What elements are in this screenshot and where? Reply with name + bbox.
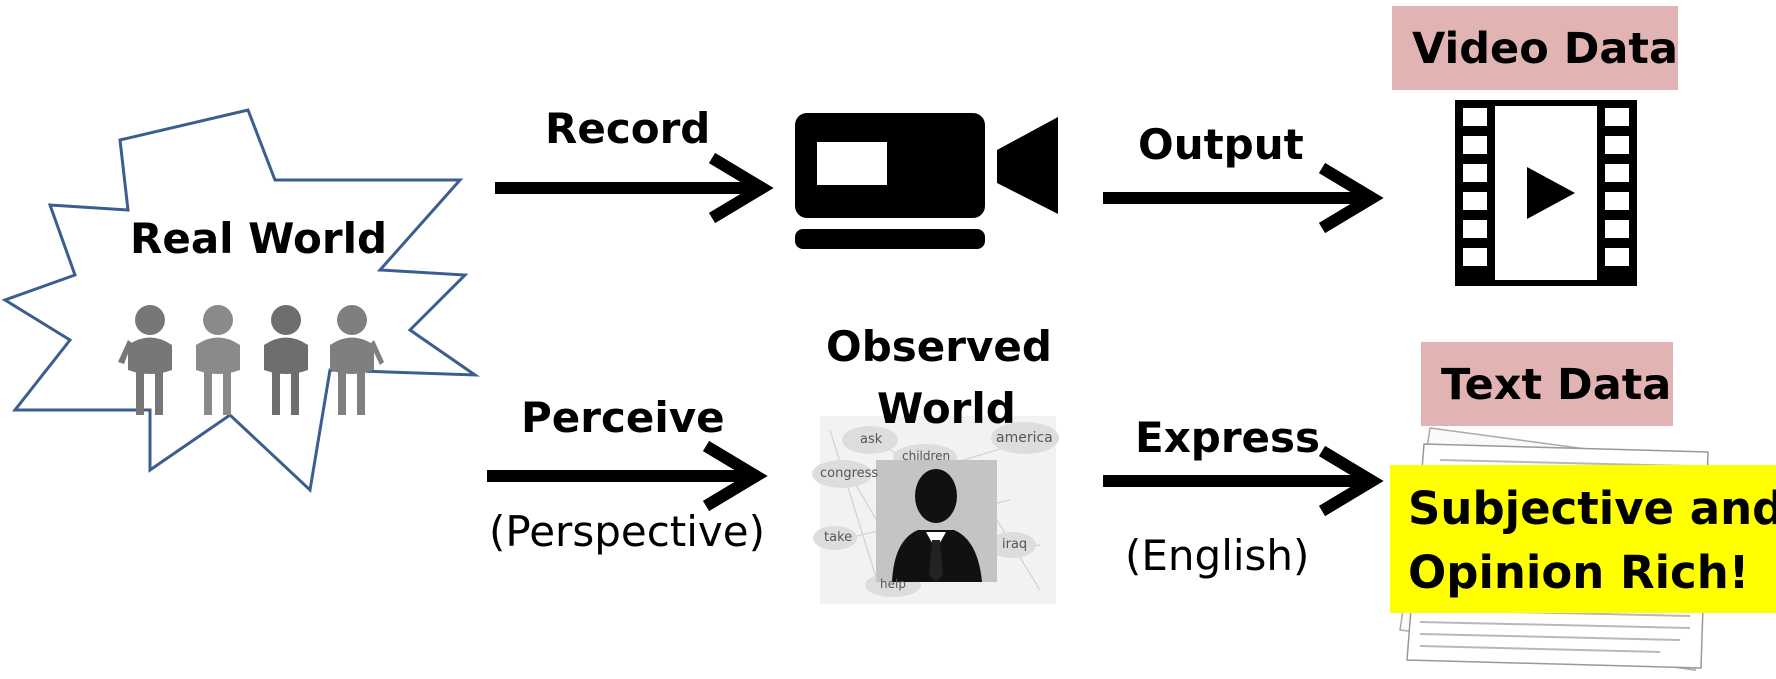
word-ask: ask	[860, 432, 883, 447]
callout-box	[1390, 465, 1776, 613]
output-arrow	[1103, 162, 1384, 234]
word-take: take	[824, 530, 853, 545]
text-data-label: Text Data	[1441, 360, 1672, 410]
express-arrow	[1103, 445, 1384, 517]
video-data-label: Video Data	[1412, 24, 1678, 74]
perceive-label: Perceive	[521, 393, 725, 442]
express-label: Express	[1135, 413, 1321, 462]
callout-line1: Subjective and	[1408, 482, 1776, 535]
video-data-box	[1392, 6, 1678, 90]
word-iraq: iraq	[1002, 537, 1028, 552]
callout-line2: Opinion Rich!	[1408, 546, 1750, 599]
real-world-label: Real World	[130, 214, 388, 263]
record-arrow	[495, 152, 774, 224]
perspective-label: (Perspective)	[489, 507, 766, 556]
output-label: Output	[1138, 120, 1304, 169]
film-strip-icon	[1455, 100, 1637, 286]
word-children: children	[902, 449, 951, 463]
word-help: help	[880, 577, 906, 591]
text-data-box	[1421, 342, 1673, 426]
record-label: Record	[545, 104, 711, 153]
observed-label: Observed	[826, 322, 1052, 371]
video-camera-icon	[795, 113, 1058, 249]
world-label: World	[877, 384, 1016, 433]
word-congress: congress	[820, 466, 879, 481]
perceive-arrow	[487, 440, 768, 512]
people-icon	[118, 305, 384, 415]
person-silhouette-icon	[876, 460, 997, 582]
english-label: (English)	[1125, 531, 1310, 580]
starburst-shape	[1, 108, 481, 494]
word-america: america	[996, 430, 1053, 446]
